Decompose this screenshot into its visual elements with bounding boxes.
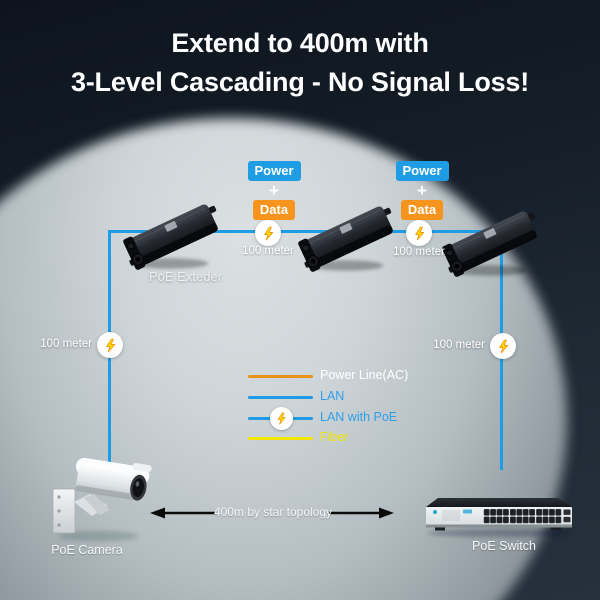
power-badge: Power — [247, 161, 301, 181]
lightning-icon — [406, 220, 432, 246]
power-badge: Power — [395, 161, 449, 181]
distance-label-2: 100 meter — [393, 246, 445, 258]
title-line-2: 3-Level Cascading - No Signal Loss! — [70, 67, 530, 97]
data-badge: Data — [400, 200, 444, 220]
lightning-icon — [97, 332, 123, 358]
poe-extender-image-2 — [295, 197, 401, 281]
poe-camera-image — [28, 454, 154, 546]
poe-switch-image — [421, 495, 578, 541]
legend-lan-line — [248, 395, 313, 399]
lightning-icon — [270, 406, 293, 430]
lightning-icon — [490, 333, 516, 359]
poe-switch-label: PoE Switch — [472, 539, 536, 553]
page-title: Extend to 400m with 3-Level Cascading - … — [0, 24, 600, 102]
power-data-group-2: Power + Data — [395, 161, 449, 220]
legend-lan-label: LAN — [320, 389, 345, 403]
plus-sign: + — [269, 181, 279, 200]
poe-extender-label: PoE Exteder — [149, 269, 222, 284]
lightning-icon — [255, 220, 281, 246]
distance-label-1: 100 meter — [242, 245, 294, 257]
span-arrow — [150, 507, 394, 519]
span-distance-label: 400m by star topology — [213, 505, 333, 519]
plus-sign: + — [417, 181, 427, 200]
legend-power-line — [248, 374, 313, 378]
legend-lan-poe-label: LAN with PoE — [320, 410, 398, 424]
power-data-group-1: Power + Data — [247, 161, 301, 220]
distance-label-3: 100 meter — [40, 338, 92, 350]
data-badge: Data — [252, 200, 296, 220]
legend-fiber-line — [248, 436, 313, 440]
title-line-1: Extend to 400m with — [171, 28, 429, 58]
legend-fiber-label: Fiber — [320, 430, 349, 444]
poe-camera-label: PoE Camera — [51, 543, 123, 557]
legend-power-line-label: Power Line(AC) — [320, 368, 409, 382]
poe-extender-image-1 — [120, 195, 226, 279]
lan-line-horizontal — [108, 230, 503, 233]
poe-extender-image-3 — [439, 202, 545, 286]
distance-label-4: 100 meter — [433, 339, 485, 351]
